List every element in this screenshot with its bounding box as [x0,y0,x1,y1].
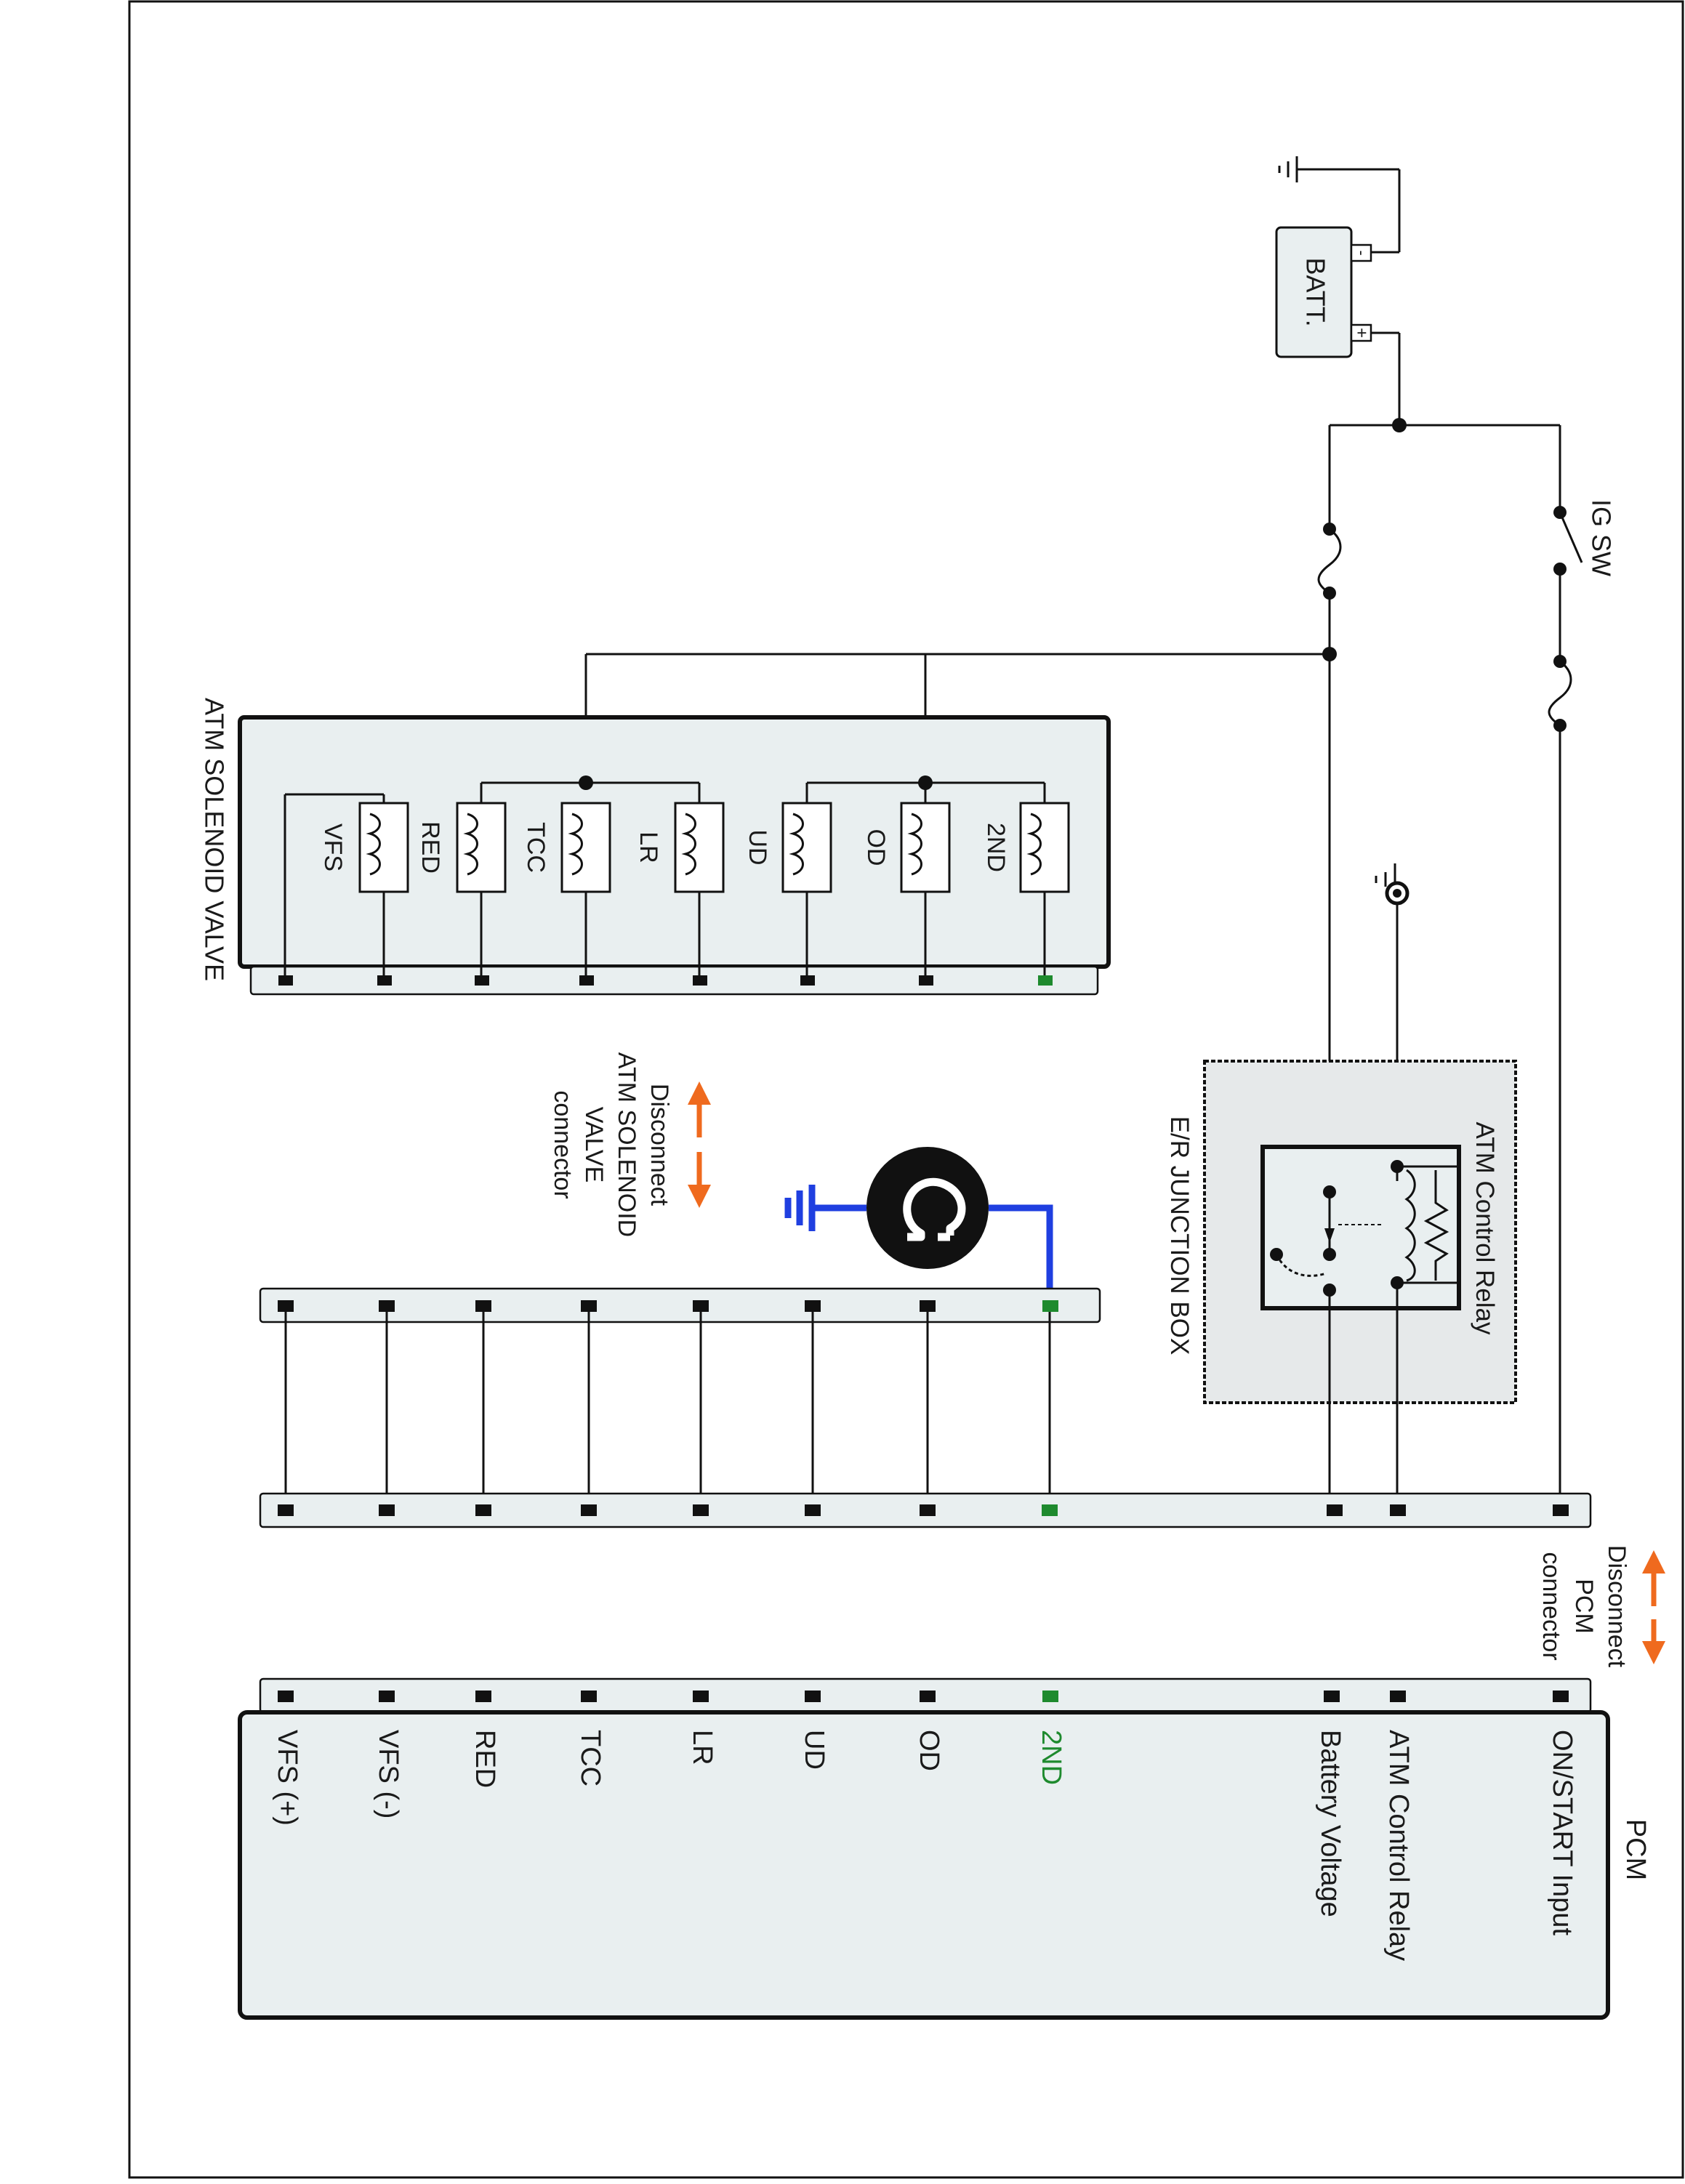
solenoid-coil-od: OD [862,802,951,980]
fuse-ign [1548,655,1572,732]
disconnect-pcm-line2: PCM [1570,1579,1598,1634]
battery-label: BATT. [1300,257,1330,326]
outer-border [128,0,1684,2179]
solenoid-label-red: RED [417,821,444,874]
pcm-terminal-ud: UD [799,1730,829,1770]
solenoid-coil-vfs: VFS [319,802,409,980]
solenoid-coil-lr: LR [635,802,725,980]
pcm-terminal-red: RED [470,1730,500,1788]
disconnect-solenoid-line1: Disconnect [646,1084,673,1206]
solenoid-label-lr: LR [635,831,662,863]
pcm-connector-pins [278,1691,1569,1702]
disconnect-solenoid-line4: connector [549,1090,576,1198]
battery-minus-label: - [1353,250,1371,255]
battery-plus-label: + [1352,328,1372,338]
pcm-terminal-relay: ATM Control Relay [1383,1730,1414,1961]
harness-connector-solenoid-pins [278,1300,1058,1312]
disconnect-solenoid-line2: ATM SOLENOID [613,1052,640,1237]
solenoid-coil-red: RED [417,802,507,980]
ground-symbol-top [1278,156,1401,254]
solenoid-coil-tcc: TCC [522,802,611,980]
ignition-switch: IG SW [1553,499,1616,576]
pcm-label: PCM [1620,1819,1651,1880]
pcm-terminal-od: OD [914,1730,944,1771]
pcm-terminal-battery: Battery Voltage [1315,1730,1346,1917]
pcm-terminal-2nd: 2ND [1036,1730,1066,1785]
pcm-box [238,1710,1610,2020]
disconnect-pcm-line1: Disconnect [1603,1545,1630,1668]
solenoid-label-2nd: 2ND [982,823,1010,872]
pcm-terminal-vfs-minus: VFS (-) [373,1730,403,1818]
pcm-terminal-tcc: TCC [575,1730,606,1786]
ground-symbol-chassis [1375,863,1409,906]
harness-wires [284,1312,1051,1507]
pcm-terminal-labels: ON/START Input ATM Control Relay Battery… [272,1730,1577,1961]
ig-sw-label: IG SW [1586,499,1616,576]
pcm-terminal-lr: LR [687,1730,717,1765]
relay-label: ATM Control Relay [1471,1121,1499,1335]
disconnect-solenoid-line3: VALVE [580,1107,608,1183]
harness-connector-solenoid-side [259,1287,1101,1323]
disconnect-pcm-arrow [1642,1550,1665,1664]
solenoid-valve-label: ATM SOLENOID VALVE [199,698,229,981]
junction-box-label: E/R JUNCTION BOX [1165,1116,1194,1355]
solenoid-connector-pins [278,975,1053,986]
ohmmeter-icon [866,1147,989,1269]
solenoid-coil-2nd: 2ND [982,802,1070,980]
solenoid-label-tcc: TCC [522,822,550,873]
battery: - + BATT. [1275,226,1372,358]
disconnect-pcm-line3: connector [1537,1552,1565,1660]
solenoid-label-ud: UD [744,829,771,865]
fuse-battery [1317,523,1342,600]
disconnect-solenoid-arrow [688,1081,711,1208]
solenoid-label-od: OD [862,829,890,866]
harness-connector-pcm-pins [278,1504,1569,1516]
probe-ground-icon [784,1185,816,1231]
pcm-terminal-vfs-plus: VFS (+) [272,1730,302,1826]
solenoid-coil-ud: UD [744,802,832,980]
er-junction-box: ATM Control Relay E/R JUNCTION BOX [1165,1060,1517,1404]
solenoid-label-vfs: VFS [319,823,347,871]
pcm-terminal-on-start: ON/START Input [1547,1730,1577,1935]
